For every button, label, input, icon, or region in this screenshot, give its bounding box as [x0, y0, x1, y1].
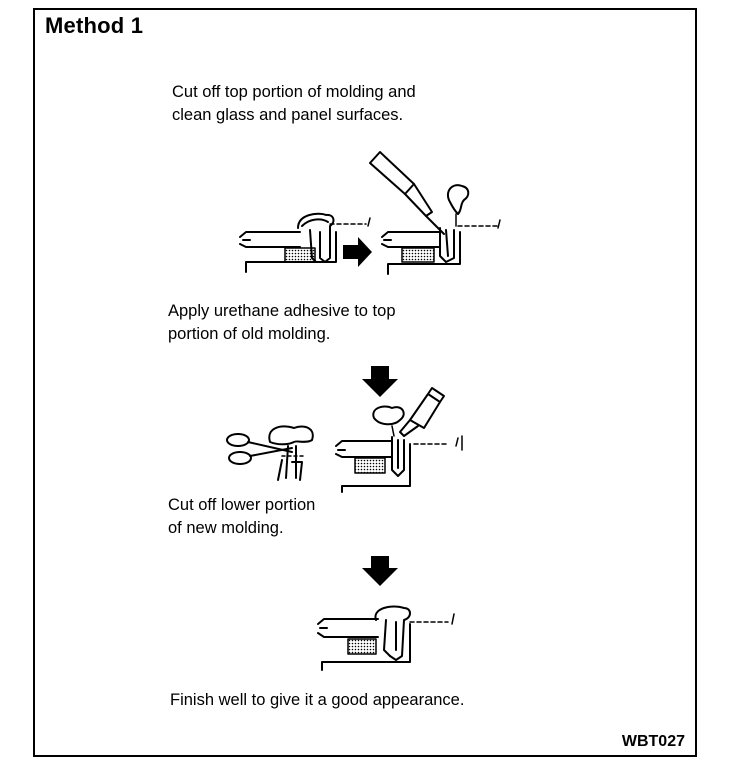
step-1-text: Cut off top portion of molding and clean…	[172, 83, 416, 124]
arrow-down-icon	[362, 366, 398, 397]
molding-cut-clean-illustration	[369, 151, 501, 275]
method-title: Method 1	[45, 13, 144, 38]
new-molding-illustration	[268, 425, 314, 481]
step-3-text: Cut off lower portion of new molding.	[168, 496, 316, 537]
adhesive-application-illustration	[335, 387, 463, 493]
step-4-text: Finish well to give it a good appearance…	[170, 691, 465, 709]
scissors-icon	[226, 433, 293, 465]
figure-code: WBT027	[621, 733, 685, 750]
diagram-frame	[33, 8, 697, 757]
arrow-right-icon	[343, 237, 372, 267]
molding-original-illustration	[239, 212, 371, 273]
arrow-down-icon	[362, 556, 398, 586]
molding-finished-illustration	[317, 605, 455, 671]
step-2-text: Apply urethane adhesive to top portion o…	[168, 302, 396, 343]
